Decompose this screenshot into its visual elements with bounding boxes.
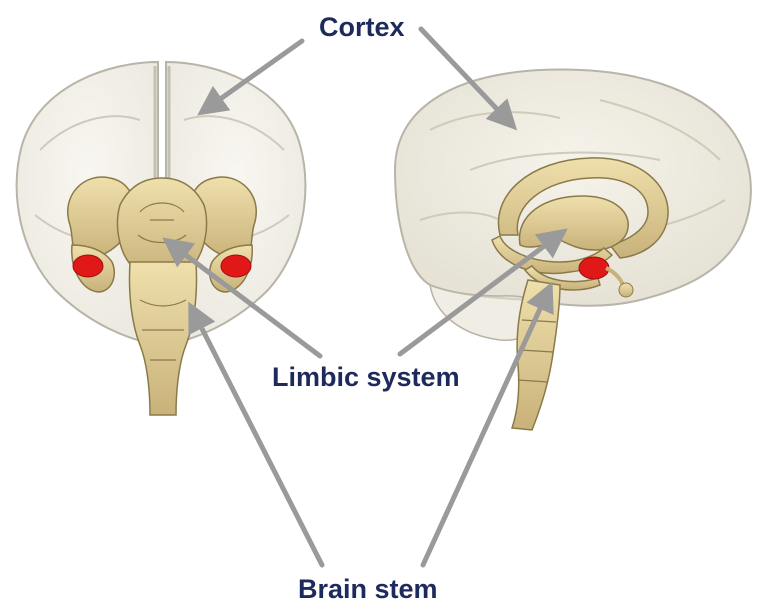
front-view-brain <box>17 62 306 415</box>
limbic-system-label: Limbic system <box>272 364 460 391</box>
side-olfactory-bulb <box>619 283 633 297</box>
brain-stem-label: Brain stem <box>298 576 438 603</box>
front-brain-stem <box>129 262 196 415</box>
front-amygdala-right <box>221 255 251 277</box>
front-amygdala-left <box>73 255 103 277</box>
side-amygdala <box>579 257 609 279</box>
cortex-label: Cortex <box>319 14 405 41</box>
